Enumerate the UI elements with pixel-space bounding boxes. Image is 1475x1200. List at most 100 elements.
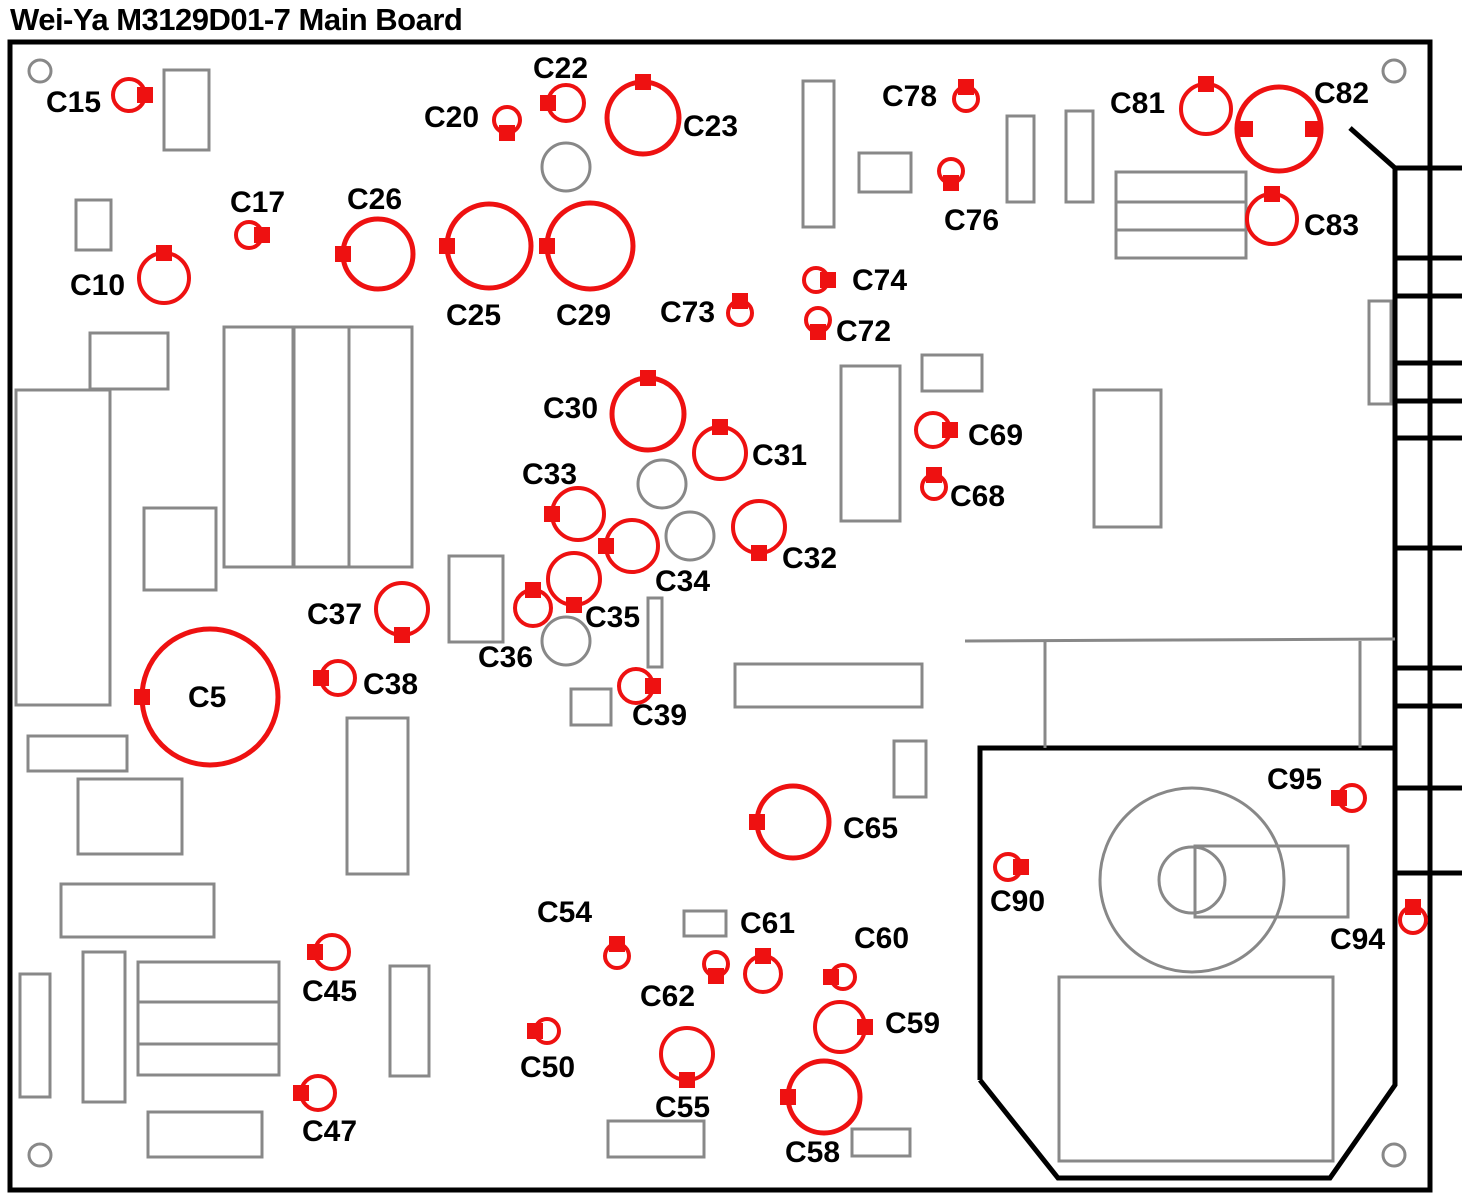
polarity-marker <box>1237 121 1253 137</box>
capacitor-ring <box>604 79 682 157</box>
capacitor-label: C54 <box>537 896 592 929</box>
capacitor-c37: C37 <box>307 581 430 643</box>
capacitor-c34: C34 <box>598 518 710 598</box>
capacitor-c50: C50 <box>520 1017 575 1084</box>
capacitor-c90: C90 <box>990 852 1045 918</box>
polarity-marker <box>780 1089 796 1105</box>
polarity-marker <box>1305 121 1321 137</box>
polarity-marker <box>499 125 515 141</box>
capacitor-c95: C95 <box>1267 763 1367 813</box>
mounting-holes <box>27 58 1407 1168</box>
polarity-marker <box>525 582 541 598</box>
polarity-marker <box>679 1072 695 1088</box>
capacitor-c73: C73 <box>660 293 754 329</box>
capacitor-label: C33 <box>522 458 577 491</box>
polarity-marker <box>293 1085 309 1101</box>
capacitor-c32: C32 <box>731 499 837 575</box>
capacitor-c45: C45 <box>302 933 357 1008</box>
polarity-marker <box>926 467 942 483</box>
capacitor-label: C58 <box>785 1136 840 1169</box>
capacitor-c17: C17 <box>230 186 285 250</box>
capacitor-label: C5 <box>188 681 226 714</box>
capacitor-label: C69 <box>968 419 1023 452</box>
capacitor-label: C78 <box>882 80 937 113</box>
capacitor-c47: C47 <box>293 1074 357 1148</box>
capacitor-label: C10 <box>70 269 125 302</box>
capacitor-c61: C61 <box>740 907 795 994</box>
capacitor-c31: C31 <box>692 419 807 481</box>
capacitor-ring <box>609 375 687 453</box>
capacitor-label: C26 <box>347 183 402 216</box>
capacitor-label: C45 <box>302 975 357 1008</box>
capacitor-c29: C29 <box>539 200 636 332</box>
capacitor-c39: C39 <box>617 667 687 732</box>
capacitor-c74: C74 <box>802 264 907 297</box>
capacitor-c33: C33 <box>522 458 606 542</box>
capacitor-c76: C76 <box>937 157 999 237</box>
capacitor-label: C15 <box>46 86 101 119</box>
polarity-marker <box>134 689 150 705</box>
capacitor-c62: C62 <box>640 950 730 1013</box>
capacitor-label: C74 <box>852 264 907 297</box>
polarity-marker <box>544 506 560 522</box>
capacitor-ring <box>544 200 636 292</box>
polarity-marker <box>527 1023 543 1039</box>
capacitor-c69: C69 <box>914 411 1023 452</box>
capacitor-label: C81 <box>1110 87 1165 120</box>
capacitor-label: C20 <box>424 101 479 134</box>
polarity-marker <box>609 936 625 952</box>
capacitor-label: C35 <box>585 601 640 634</box>
capacitor-label: C65 <box>843 812 898 845</box>
capacitor-label: C90 <box>990 885 1045 918</box>
capacitor-c94: C94 <box>1330 899 1428 956</box>
polarity-marker <box>958 79 974 95</box>
capacitor-c81: C81 <box>1110 76 1233 136</box>
capacitor-c38: C38 <box>313 659 418 701</box>
capacitor-c72: C72 <box>804 306 891 348</box>
capacitor-c25: C25 <box>439 201 534 332</box>
capacitor-label: C34 <box>655 565 710 598</box>
capacitor-c78: C78 <box>882 79 980 113</box>
polarity-marker <box>732 293 748 309</box>
polarity-marker <box>156 245 172 261</box>
polarity-marker <box>307 944 323 960</box>
capacitor-ring <box>785 1058 863 1136</box>
capacitor-label: C30 <box>543 392 598 425</box>
capacitor-c59: C59 <box>813 1000 940 1054</box>
capacitor-c15: C15 <box>46 77 153 119</box>
polarity-marker <box>645 678 661 694</box>
polarity-marker <box>708 968 724 984</box>
capacitor-label: C68 <box>950 480 1005 513</box>
polarity-marker <box>1405 899 1421 915</box>
capacitor-label: C61 <box>740 907 795 940</box>
polarity-marker <box>1264 186 1280 202</box>
capacitor-label: C60 <box>854 922 909 955</box>
capacitor-c23: C23 <box>604 74 738 157</box>
polarity-marker <box>1198 76 1214 92</box>
capacitor-label: C83 <box>1304 209 1359 242</box>
polarity-marker <box>751 545 767 561</box>
capacitor-ring <box>340 216 416 292</box>
capacitor-label: C76 <box>944 204 999 237</box>
polarity-marker <box>539 238 555 254</box>
capacitor-label: C22 <box>533 52 588 85</box>
capacitor-label: C23 <box>683 110 738 143</box>
capacitor-label: C62 <box>640 980 695 1013</box>
board-outline <box>7 39 1462 1193</box>
capacitor-label: C47 <box>302 1115 357 1148</box>
capacitor-c60: C60 <box>823 922 909 991</box>
capacitor-label: C39 <box>632 699 687 732</box>
polarity-marker <box>942 422 958 438</box>
capacitor-c10: C10 <box>70 245 191 305</box>
capacitor-c83: C83 <box>1245 186 1359 246</box>
polarity-marker <box>755 948 771 964</box>
capacitor-c26: C26 <box>335 183 416 292</box>
capacitor-c68: C68 <box>920 467 1005 513</box>
capacitor-label: C55 <box>655 1091 710 1124</box>
polarity-marker <box>857 1019 873 1035</box>
board-title: Wei-Ya M3129D01-7 Main Board <box>10 2 463 37</box>
polarity-marker <box>540 95 556 111</box>
polarity-marker <box>254 227 270 243</box>
